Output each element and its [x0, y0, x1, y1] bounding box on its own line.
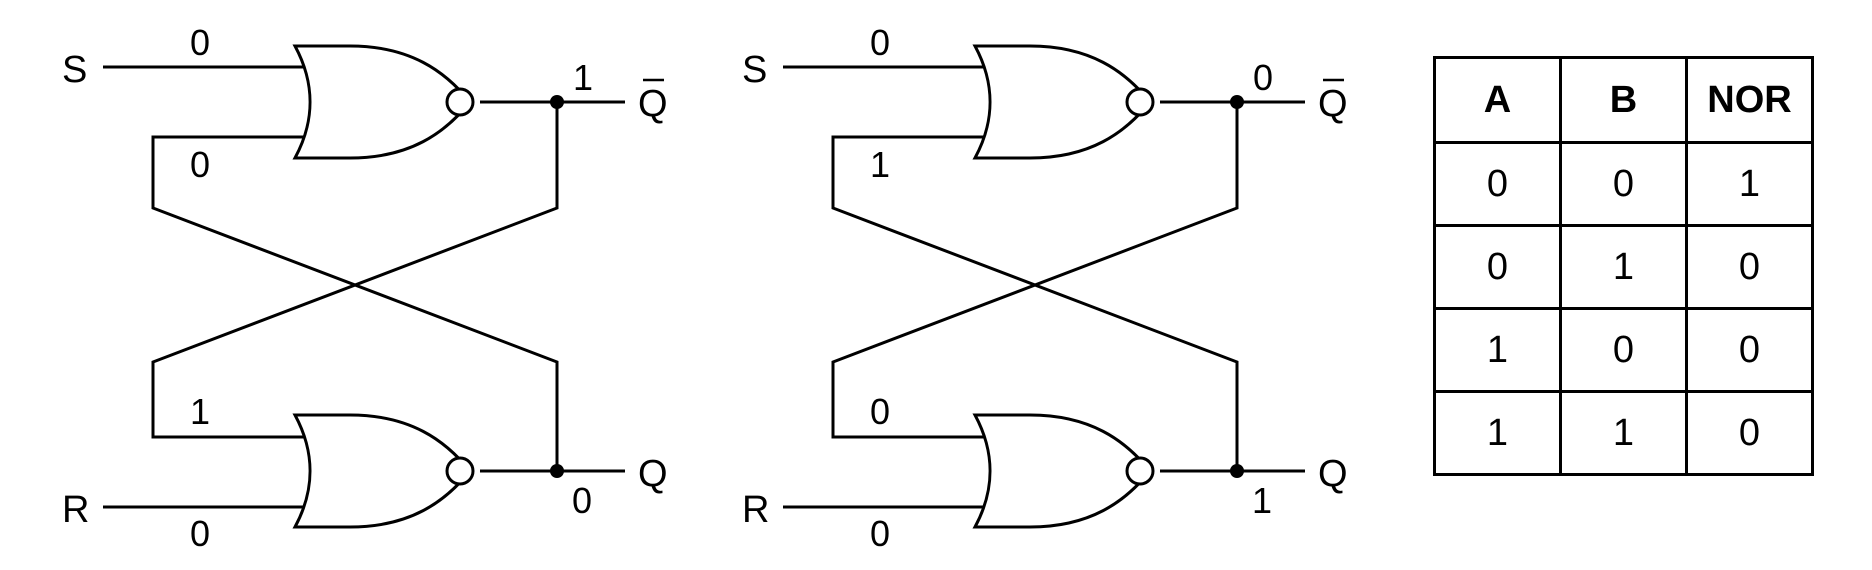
r-input-label: R [62, 489, 89, 531]
top-gate-feedback-wire [151, 135, 559, 471]
cell-a: 1 [1433, 390, 1562, 476]
r-input-bit: 0 [190, 513, 210, 554]
bottom-gate-feedback-wire [151, 102, 559, 439]
s-input-label: S [742, 49, 767, 91]
q-bar-output-bit: 0 [1253, 57, 1273, 98]
q-output-label: Q [1318, 453, 1348, 495]
cell-a: 0 [1433, 224, 1562, 310]
top-nor-bubble [445, 87, 475, 117]
cell-nor: 0 [1685, 390, 1814, 476]
q-output-bit: 1 [1252, 480, 1272, 521]
q-junction-dot [1230, 464, 1244, 478]
q-bar-output-label: Q [1318, 83, 1348, 125]
cell-a: 1 [1433, 307, 1562, 393]
cell-b: 1 [1559, 390, 1688, 476]
cell-a: 0 [1433, 141, 1562, 227]
s-input-bit: 0 [190, 22, 210, 63]
cell-nor: 1 [1685, 141, 1814, 227]
q-output-bit: 0 [572, 480, 592, 521]
q-output-label: Q [638, 453, 668, 495]
bottom-feedback-bit: 1 [190, 391, 210, 432]
cell-b: 0 [1559, 307, 1688, 393]
bottom-nor-bubble [1125, 456, 1155, 486]
latch-circuit-2: S R Q Q 0 1 0 0 0 1 [742, 22, 1348, 554]
header-a: A [1433, 56, 1562, 144]
q-bar-output-bit: 1 [573, 57, 593, 98]
r-input-bit: 0 [870, 513, 890, 554]
bottom-nor-gate [293, 413, 472, 529]
cell-nor: 0 [1685, 224, 1814, 310]
bottom-nor-bubble [445, 456, 475, 486]
cell-nor: 0 [1685, 307, 1814, 393]
q-bar-junction-dot [1230, 95, 1244, 109]
bottom-feedback-bit: 0 [870, 391, 890, 432]
bottom-gate-feedback-wire [831, 102, 1239, 439]
top-gate-feedback-wire [831, 135, 1239, 471]
q-junction-dot [550, 464, 564, 478]
top-nor-gate [293, 44, 472, 160]
top-nor-gate [973, 44, 1152, 160]
cell-b: 0 [1559, 141, 1688, 227]
header-nor: NOR [1685, 56, 1814, 144]
bottom-nor-gate [973, 413, 1152, 529]
table-row: 0 1 0 [1433, 224, 1814, 310]
nor-truth-table: A B NOR 0 0 1 0 1 0 1 0 0 1 1 0 [1433, 56, 1814, 476]
latch-circuit-1: S R Q Q 0 0 1 1 0 0 [62, 22, 668, 554]
q-bar-output-label: Q [638, 83, 668, 125]
header-b: B [1559, 56, 1688, 144]
table-row: 1 0 0 [1433, 307, 1814, 393]
q-bar-junction-dot [550, 95, 564, 109]
s-input-bit: 0 [870, 22, 890, 63]
r-input-label: R [742, 489, 769, 531]
table-row: 0 0 1 [1433, 141, 1814, 227]
table-header-row: A B NOR [1433, 56, 1814, 144]
table-row: 1 1 0 [1433, 390, 1814, 476]
top-nor-bubble [1125, 87, 1155, 117]
cell-b: 1 [1559, 224, 1688, 310]
top-feedback-bit: 0 [190, 144, 210, 185]
s-input-label: S [62, 49, 87, 91]
top-feedback-bit: 1 [870, 144, 890, 185]
